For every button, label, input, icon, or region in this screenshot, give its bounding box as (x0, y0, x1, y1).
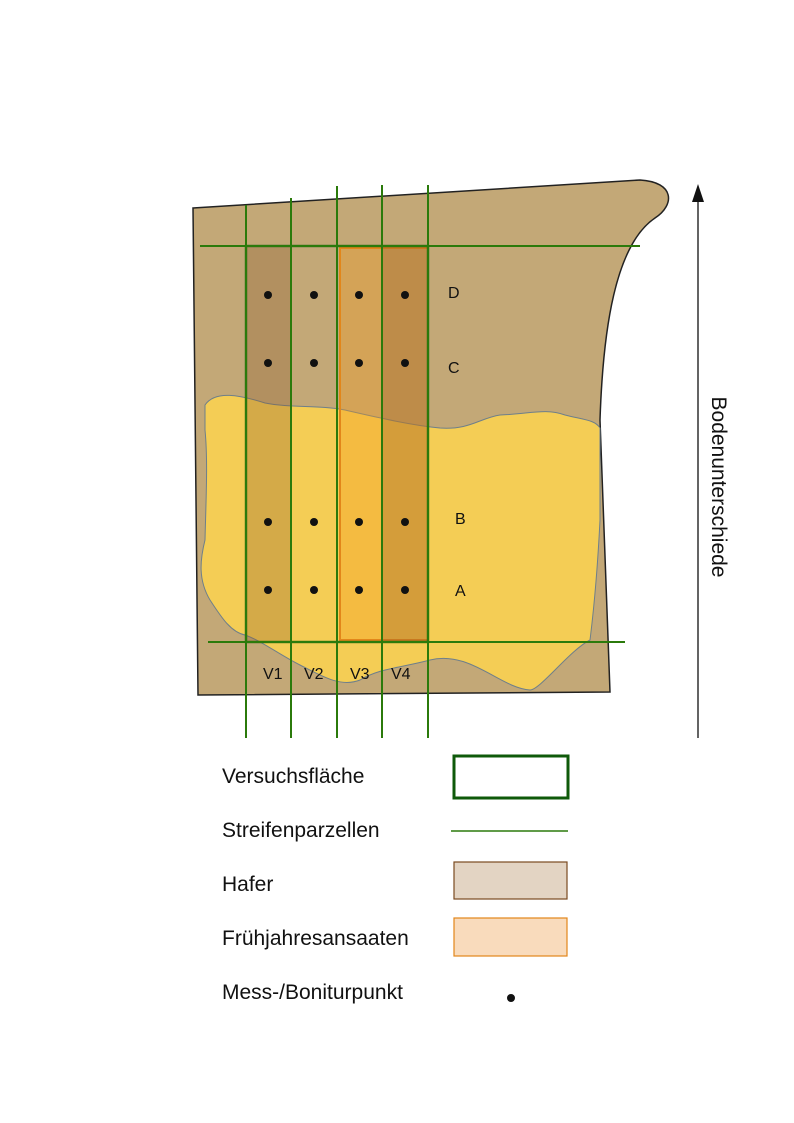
measurement-point-d-v4 (401, 291, 409, 299)
hafer-strip-v1 (245, 245, 292, 643)
measurement-point-a-v2 (310, 586, 318, 594)
light-soil-zone (200, 394, 601, 691)
measurement-point-a-v4 (401, 586, 409, 594)
variant-label-v1: V1 (263, 666, 283, 683)
measurement-point-b-v3 (355, 518, 363, 526)
measurement-point-b-v1 (264, 518, 272, 526)
measurement-point-d-v1 (264, 291, 272, 299)
legend-symbol-fruehjahr (453, 917, 568, 957)
measurement-point-b-v2 (310, 518, 318, 526)
hafer-strip-v4 (381, 245, 429, 643)
measurement-point-a-v1 (264, 586, 272, 594)
measurement-point-c-v3 (355, 359, 363, 367)
measurement-point-a-v3 (355, 586, 363, 594)
row-label-c: C (448, 360, 460, 377)
measurement-point-c-v4 (401, 359, 409, 367)
row-label-d: D (448, 285, 460, 302)
legend-label-fruehjahr: Frühjahresansaaten (222, 927, 409, 950)
legend-label-trial-area: Versuchsfläche (222, 765, 364, 788)
variant-label-v2: V2 (304, 666, 324, 683)
variant-label-v3: V3 (350, 666, 370, 683)
strip-lines (200, 185, 640, 738)
arrow-head-icon (692, 184, 704, 202)
legend-label-measurement-point: Mess-/Boniturpunkt (222, 981, 403, 1004)
legend-symbol-hafer (453, 861, 568, 900)
measurement-point-c-v2 (310, 359, 318, 367)
row-label-b: B (455, 511, 466, 528)
row-label-a: A (455, 583, 466, 600)
measurement-point-c-v1 (264, 359, 272, 367)
axis-label: Bodenunterschiede (707, 397, 730, 578)
measurement-point-b-v4 (401, 518, 409, 526)
measurement-point-d-v2 (310, 291, 318, 299)
legend-label-strip-plots: Streifenparzellen (222, 819, 380, 842)
measurement-points (264, 291, 409, 594)
measurement-point-d-v3 (355, 291, 363, 299)
legend-label-hafer: Hafer (222, 873, 273, 896)
legend-symbol-dot-icon (507, 994, 515, 1002)
legend-symbol-trial-area (452, 754, 570, 800)
variant-label-v4: V4 (391, 666, 411, 683)
fruehjahr-strip-v3-v4 (339, 247, 429, 641)
